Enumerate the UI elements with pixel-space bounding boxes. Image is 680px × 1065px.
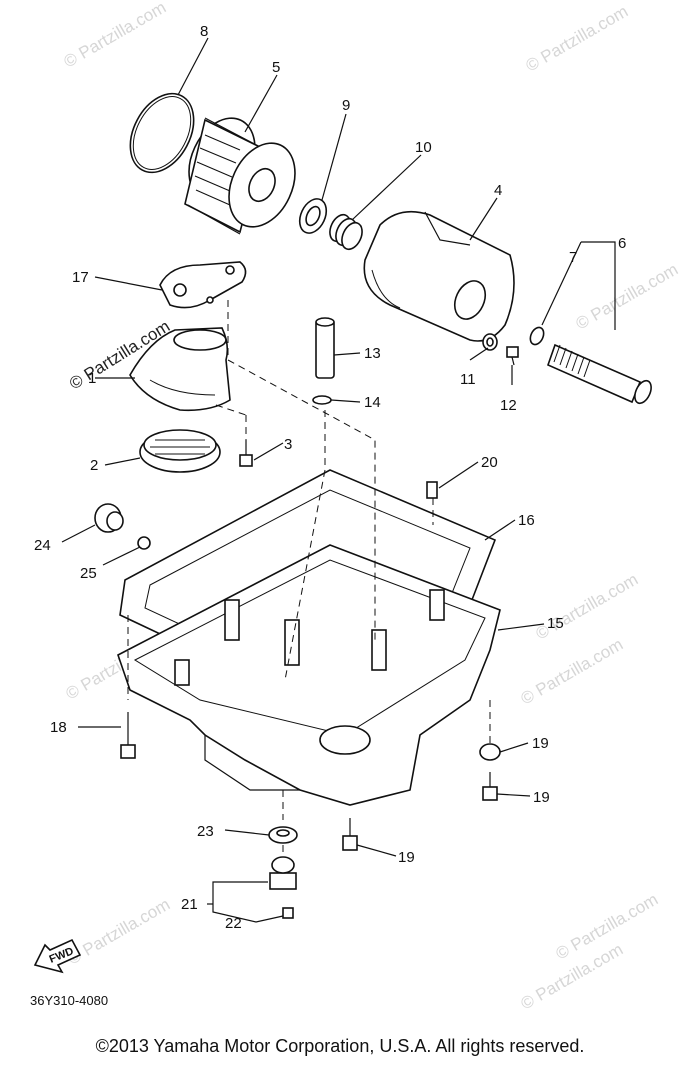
watermark: © Partzilla.com	[523, 2, 632, 76]
part-8-o-ring	[129, 92, 195, 174]
callout-15: 15	[547, 615, 564, 632]
callout-23: 22	[225, 915, 242, 932]
part-7-o-ring	[529, 326, 545, 346]
part-3-screw	[239, 440, 253, 467]
part-19-bolt-center	[342, 818, 358, 851]
callout-14: 14	[364, 394, 381, 411]
watermark: © Partzilla.com	[65, 895, 174, 969]
watermark: © Partzilla.com	[518, 635, 627, 709]
callout-24: 23	[197, 823, 214, 840]
part-26-gasket	[137, 536, 151, 550]
alignment-lines	[127, 300, 491, 857]
part-25-plug	[94, 503, 124, 533]
part-23-bolt	[282, 907, 294, 919]
watermark: © Partzilla.com	[573, 260, 680, 334]
part-10-spring	[329, 213, 363, 251]
callout-7: 7	[569, 249, 577, 266]
part-12-bolt	[506, 346, 519, 366]
copyright-text: ©2013 Yamaha Motor Corporation, U.S.A. A…	[95, 1036, 585, 1056]
callout-13: 13	[364, 345, 381, 362]
callout-17: 17	[72, 269, 89, 286]
callout-4: 4	[494, 182, 502, 199]
part-20-washer	[479, 743, 501, 761]
callout-26: 25	[80, 565, 97, 582]
fwd-arrow: FWD	[33, 938, 82, 974]
part-4-filter-cover	[363, 210, 515, 342]
callout-11: 11	[460, 371, 476, 388]
part-9-washer	[298, 198, 328, 234]
callout-25: 24	[34, 537, 51, 554]
callout-labels: 8 5 9 10 4 6 7 17 13 1 11 12 14 3 2 20 1…	[34, 23, 626, 932]
watermark: © Partzilla.com	[61, 0, 170, 71]
watermark: © Partzilla.com	[533, 570, 642, 644]
part-13-pipe	[315, 317, 335, 379]
callout-16: 16	[518, 512, 535, 529]
callout-22: 21	[181, 896, 198, 913]
callout-3: 3	[284, 436, 292, 453]
part-18-bolt	[120, 712, 136, 759]
part-15-oil-pan	[117, 544, 501, 806]
leader-lines	[61, 37, 616, 923]
callout-10: 10	[415, 139, 432, 156]
part-5-oil-filter	[184, 117, 296, 235]
callout-20: 19	[532, 735, 549, 752]
part-22-drain-plug	[269, 856, 297, 890]
callout-6: 6	[618, 235, 626, 252]
callout-2: 2	[90, 457, 98, 474]
part-1-strainer-housing	[129, 327, 231, 412]
part-17-gasket	[159, 261, 247, 309]
callout-1: 1	[88, 370, 96, 387]
callout-19-center: 19	[398, 849, 415, 866]
part-6-union-bolt	[547, 343, 652, 405]
callout-19-right: 19	[533, 789, 550, 806]
part-2-strainer	[139, 429, 221, 473]
part-24-gasket	[268, 826, 298, 844]
callout-9: 9	[342, 97, 350, 114]
part-19-bolt-right	[482, 772, 498, 801]
callout-8: 8	[200, 23, 208, 40]
callout-21: 20	[481, 454, 498, 471]
part-21-dowel-pin	[426, 481, 438, 499]
diagram-code: 36Y310-4080	[30, 993, 108, 1008]
callout-5: 5	[272, 59, 280, 76]
callout-12: 12	[500, 397, 517, 414]
part-14-o-ring	[312, 395, 332, 405]
callout-18: 18	[50, 719, 67, 736]
part-11-washer	[482, 333, 498, 351]
